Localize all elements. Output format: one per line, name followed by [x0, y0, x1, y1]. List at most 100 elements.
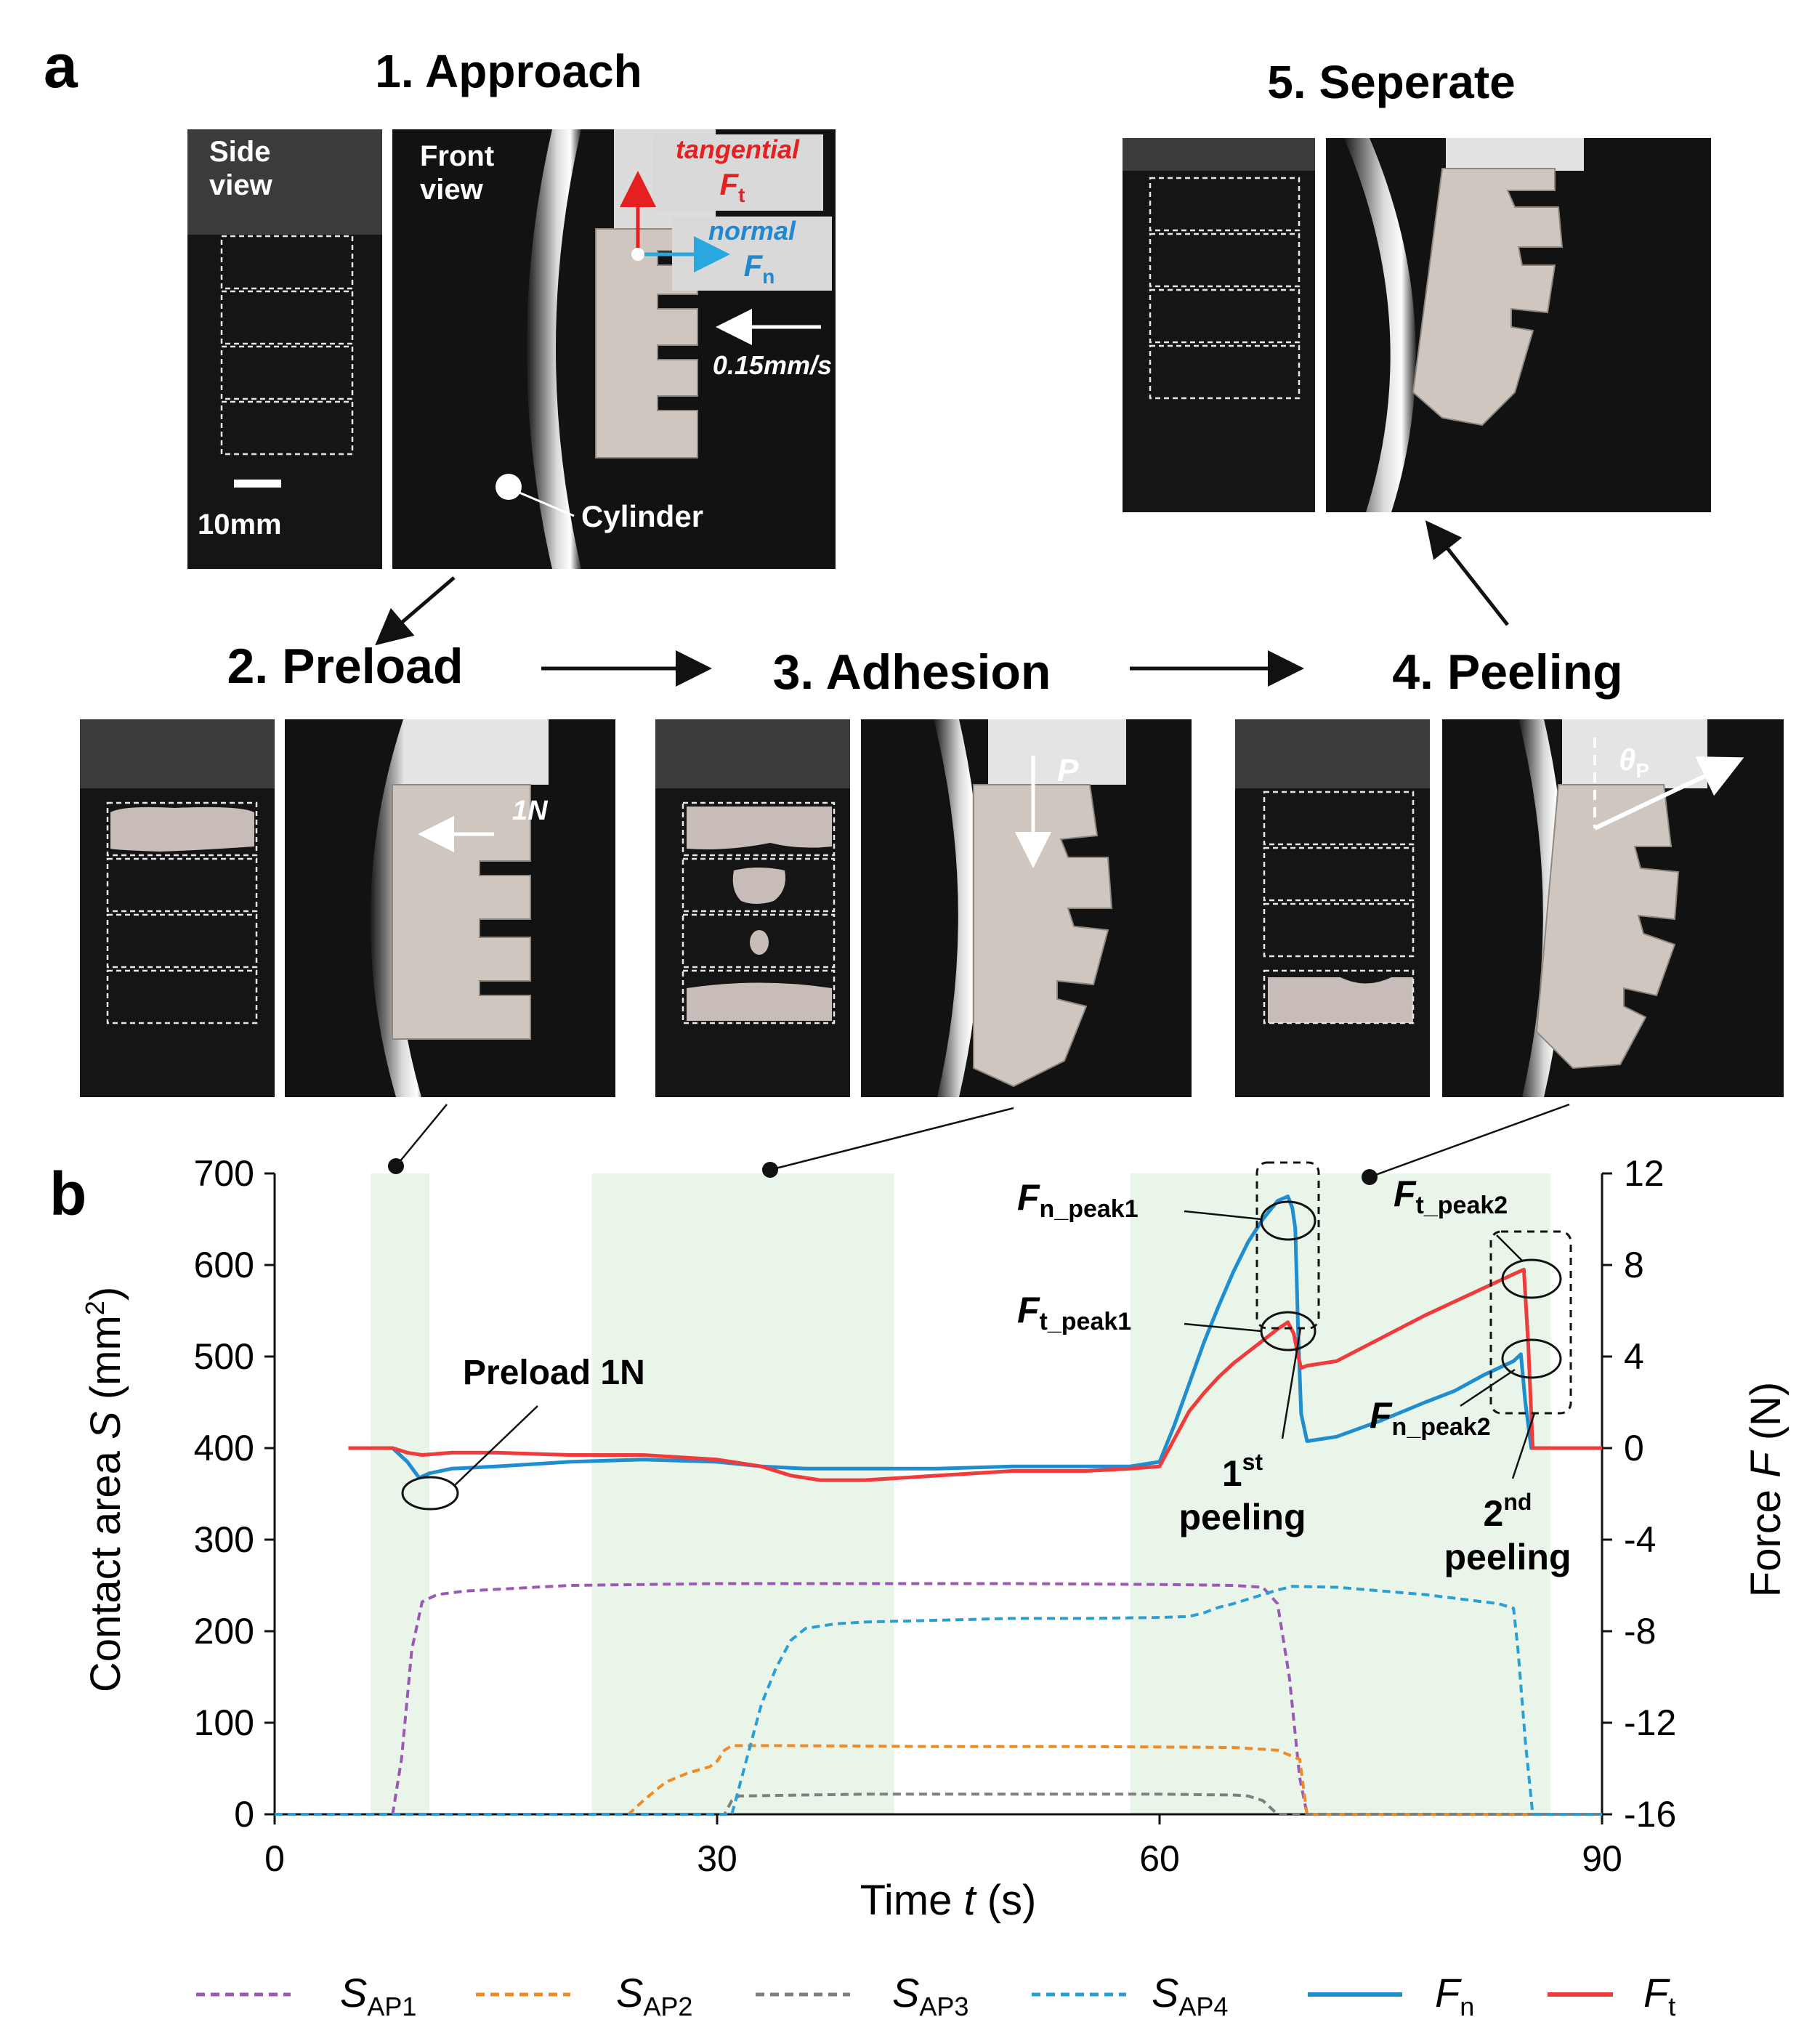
y-right-tick-label: -12 [1624, 1702, 1676, 1743]
preload-ellipse [401, 1476, 459, 1511]
legend-item-sap4: SAP4 [1032, 1970, 1228, 2021]
y-left-tick-label: 0 [234, 1794, 254, 1835]
seperate-side-photo [1123, 138, 1315, 512]
series-f-t [348, 1267, 1602, 1482]
ft-peak2-leader [1496, 1234, 1523, 1261]
adhesion-contact-patch-2 [732, 868, 785, 904]
series-s-ap3 [275, 1792, 1602, 1816]
preload-cylinder-edge [370, 719, 429, 1097]
y-left-tick-label: 300 [194, 1519, 254, 1560]
first-peeling-ordinal: 1st [1222, 1449, 1263, 1494]
first-peeling-box [1255, 1161, 1320, 1330]
preload-annotation: Preload 1N [463, 1354, 645, 1392]
preload-contact-patch [110, 807, 254, 852]
preload-force-label: 1N [512, 796, 549, 826]
peeling-side-pads [1263, 791, 1415, 1024]
y-left-tick-label: 100 [194, 1702, 254, 1743]
adhesion-side-clamp [655, 719, 850, 788]
legend-item-sap1: SAP1 [196, 1970, 416, 2021]
series-s-ap2 [275, 1744, 1602, 1816]
panel-b-label: b [49, 1160, 86, 1228]
x-axis-title: Time t (s) [860, 1877, 1037, 1924]
first-peeling-label: peeling [1178, 1497, 1306, 1537]
adhesion-contact-patch-1 [687, 807, 832, 849]
fn-peak1-ellipse [1260, 1200, 1317, 1241]
approach-side-clamp [187, 129, 382, 235]
y-right-tick-label: 8 [1624, 1245, 1644, 1285]
adhesion-side-pads [682, 801, 836, 1024]
peeling-photo-leader [1369, 1103, 1570, 1179]
adhesion-contact-patch-4 [687, 982, 832, 1021]
fn-peak1-leader [1184, 1210, 1262, 1221]
y-right-tick-label: -4 [1624, 1519, 1656, 1560]
first-peeling-leader [1281, 1327, 1302, 1439]
y-right-tick-label: 0 [1624, 1428, 1644, 1468]
preload-side-clamp [80, 719, 275, 788]
x-tick-label: 0 [264, 1838, 285, 1879]
adhesion-gripper-holder [988, 719, 1126, 785]
shaded-region-3 [1130, 1173, 1550, 1814]
ft-peak2-ellipse [1501, 1258, 1562, 1299]
legend-item-ft: Ft [1548, 1970, 1675, 2021]
force-origin-dot [631, 248, 644, 261]
legend: SAP1 SAP2 SAP3 SAP4 Fn Ft [196, 1970, 1675, 2021]
preload-gripper [392, 784, 531, 1040]
seperate-gripper-holder [1446, 138, 1584, 171]
cylinder-leader-line [519, 491, 575, 517]
y-left-tick-label: 600 [194, 1245, 254, 1285]
y-left-tick-label: 500 [194, 1336, 254, 1377]
peeling-angle-arrow [1593, 756, 1744, 830]
shaded-regions [370, 1173, 1550, 1814]
legend-label-sap1: SAP1 [340, 1970, 416, 2021]
adhesion-cylinder-edge [934, 719, 981, 1097]
normal-label: normal [708, 216, 796, 246]
y-right-tick-label: -16 [1624, 1794, 1676, 1835]
preload-photo-leader-dot [388, 1158, 404, 1174]
stage-title-adhesion: 3. Adhesion [773, 644, 1051, 700]
adhesion-photo-group: P [655, 719, 1192, 1097]
fn-peak1-label: Fn_peak1 [1017, 1177, 1138, 1223]
cylinder-label: Cylinder [581, 499, 703, 533]
series-layer [275, 1195, 1602, 1816]
stage-title-approach: 1. Approach [375, 45, 642, 97]
second-peeling-label: peeling [1444, 1537, 1571, 1577]
preload-photo-group: 1N [80, 719, 615, 1097]
x-tick-label: 30 [697, 1838, 737, 1879]
side-view-label-2: view [209, 169, 273, 201]
side-view-label: Side [209, 136, 270, 168]
legend-label-fn: Fn [1435, 1970, 1474, 2021]
stage-title-preload: 2. Preload [227, 639, 463, 694]
legend-label-sap4: SAP4 [1152, 1970, 1228, 2021]
preload-photo-leader [395, 1104, 448, 1167]
peeling-side-clamp [1235, 719, 1430, 788]
ft-peak2-label: Ft_peak2 [1394, 1173, 1508, 1219]
peeling-photo-group: θP [1235, 719, 1784, 1097]
seperate-side-pads [1149, 177, 1301, 400]
ft-peak1-label: Ft_peak1 [1017, 1290, 1131, 1335]
peeling-gripper-holder [1562, 719, 1707, 788]
y-left-tick-label: 400 [194, 1428, 254, 1468]
seperate-cylinder-edge [1344, 138, 1416, 512]
second-peeling-leader [1511, 1412, 1536, 1479]
y-left-tick-label: 200 [194, 1611, 254, 1652]
legend-label-ft: Ft [1643, 1970, 1675, 2021]
legend-item-sap2: SAP2 [476, 1970, 692, 2021]
seperate-gripper [1412, 168, 1564, 427]
scale-bar [234, 480, 281, 488]
stage-title-seperate: 5. Seperate [1267, 56, 1516, 108]
tangential-force-symbol: Ft [720, 167, 745, 206]
preload-gripper-holder [403, 719, 549, 785]
x-tick-label: 60 [1139, 1838, 1180, 1879]
seperate-photo-group [1123, 138, 1711, 512]
adhesion-photo-leader [769, 1107, 1014, 1171]
adhesion-pressure-label: P [1057, 753, 1079, 788]
legend-item-fn: Fn [1308, 1970, 1474, 2021]
flow-arrow-approach-preload [375, 576, 456, 646]
adhesion-contact-patch-3 [750, 930, 769, 955]
second-peeling-ordinal: 2nd [1484, 1489, 1532, 1534]
x-tick-label: 90 [1582, 1838, 1622, 1879]
series-s-ap1 [275, 1582, 1602, 1816]
adhesion-gripper [973, 784, 1113, 1088]
